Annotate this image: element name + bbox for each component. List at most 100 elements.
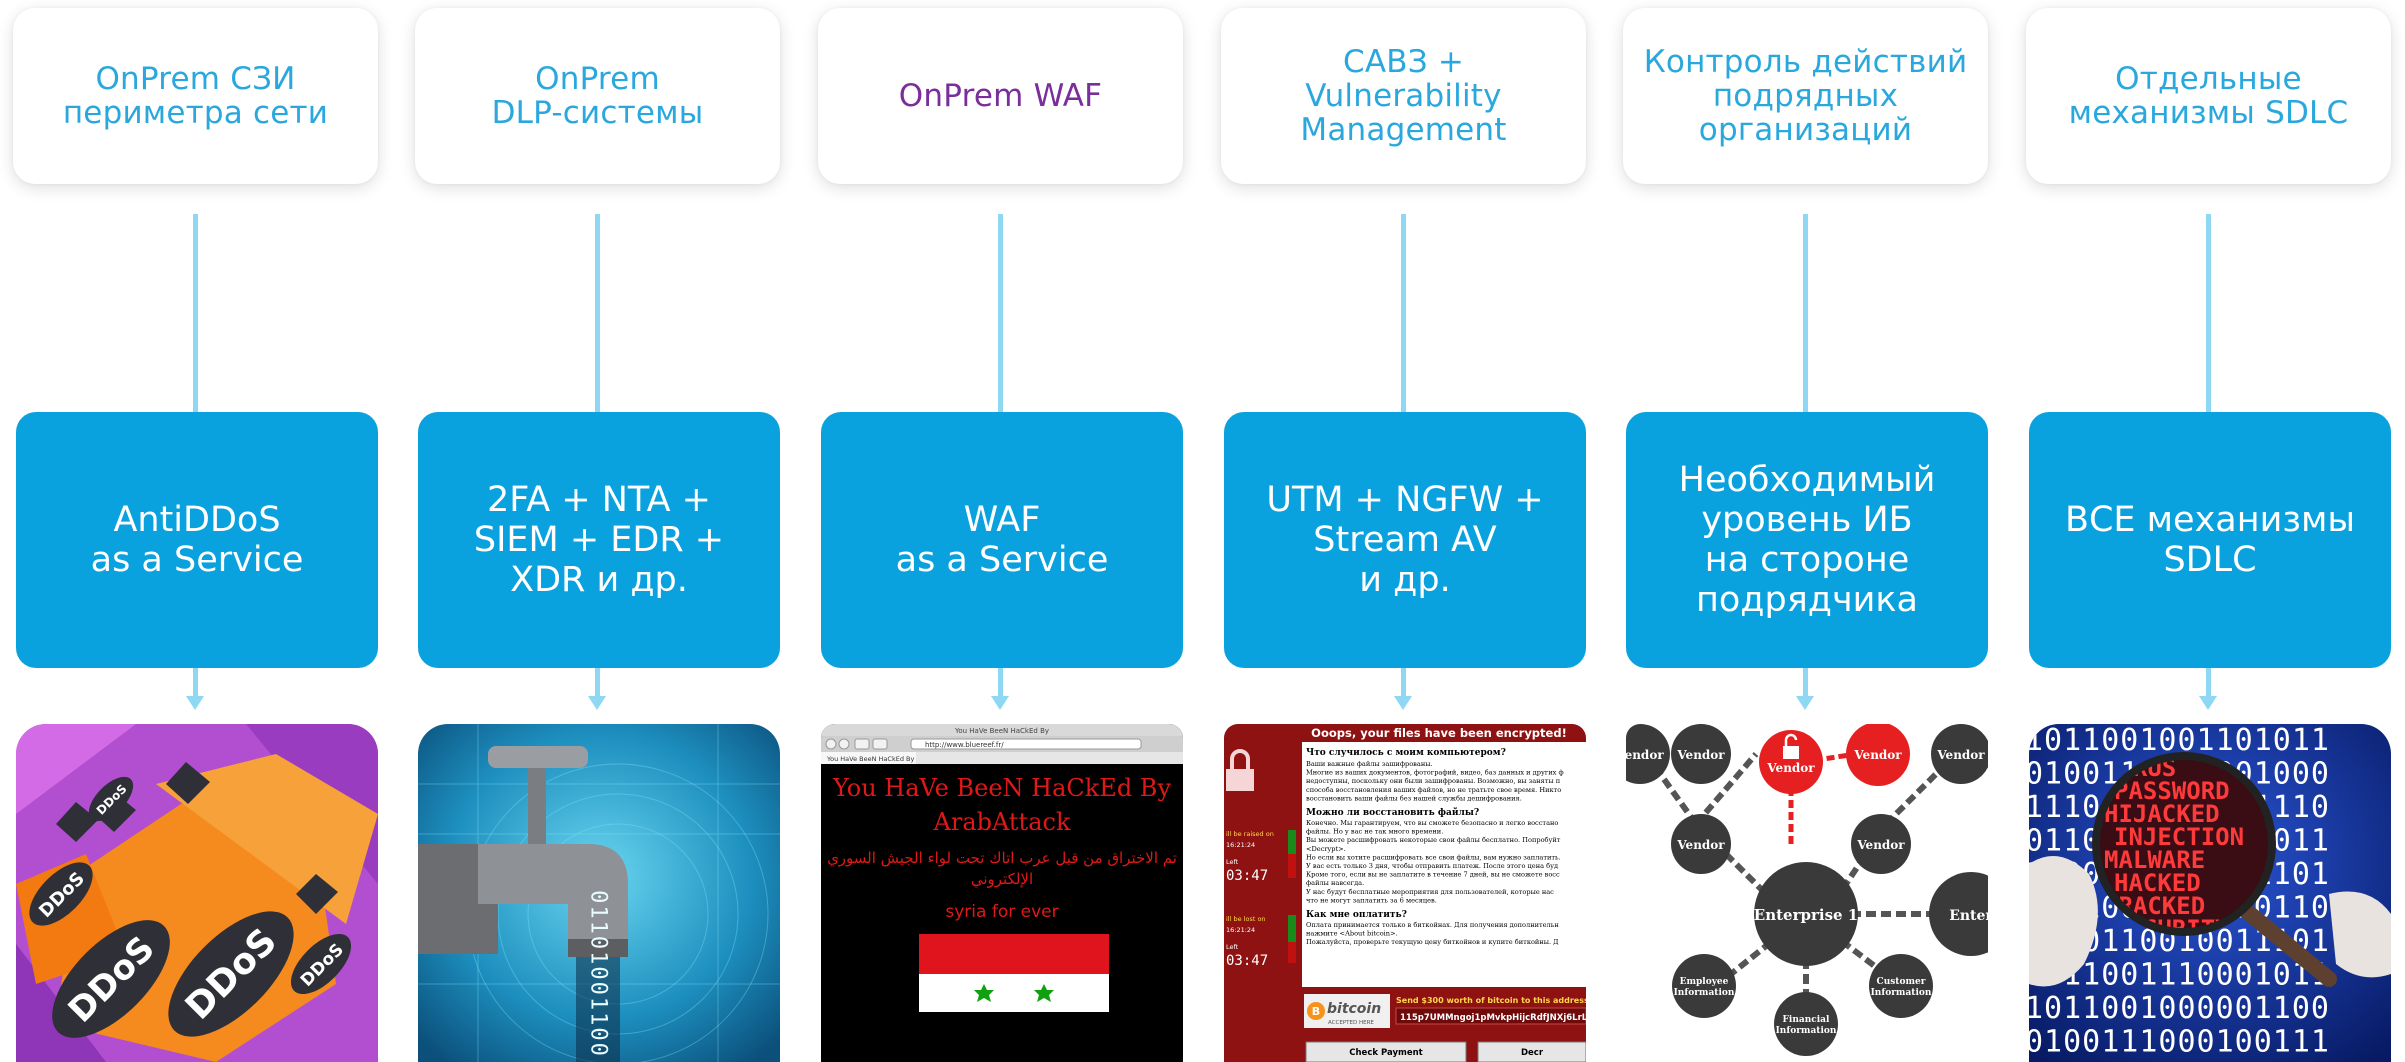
binary-row: 0100111000100111 [2029, 1025, 2330, 1060]
svg-text:You HaVe BeeN HaCkEd By: You HaVe BeeN HaCkEd By [954, 727, 1049, 735]
star-icon [1034, 984, 1054, 1002]
browser-tab[interactable] [821, 752, 916, 764]
vendor-chain-illustration: Vendor Vendor Vendor Vendor Vendor Vendo… [1626, 724, 1988, 1062]
svg-text:16:21:24: 16:21:24 [1226, 926, 1255, 934]
svg-text:Left: Left [1226, 943, 1239, 951]
arrow-down-icon [1796, 696, 1814, 710]
column-savz: САВЗ + Vulnerability Management UTM + NG… [1221, 0, 1586, 1062]
label-line: Employee [1680, 977, 1729, 987]
unlocked-padlock-icon [1783, 733, 1799, 759]
svg-text:Vendor: Vendor [1766, 761, 1815, 775]
blue-card-utm: UTM + NGFW + Stream AV и др. [1224, 412, 1586, 668]
vendor-node [1931, 724, 1988, 784]
svg-text:Ooops, your files have been en: Ooops, your files have been encrypted! [1311, 726, 1567, 740]
binary-magnifier-image: 1011001001101011010011111000100011100110… [2029, 724, 2391, 1062]
padlock-icon [1226, 749, 1254, 791]
label-line: Customer [1877, 977, 1926, 987]
check-payment-button[interactable] [1305, 1041, 1467, 1062]
svg-text:03:47: 03:47 [1226, 953, 1268, 969]
label-line: Information [1871, 988, 1932, 998]
ransom-line: что не могут заплатить за 6 месяцев. [1306, 896, 1437, 904]
ransom-line: Конечно. Мы гарантируем, что вы сможете … [1306, 819, 1558, 827]
ransom-message: Что случилось с моим компьютером?Ваши ва… [1306, 748, 1564, 946]
ransom-line: Многие из ваших документов, фотографий, … [1306, 769, 1564, 777]
connector-line [1803, 214, 1808, 414]
svg-text:B: B [1312, 1005, 1320, 1018]
lens-word: PASSWORD [2114, 777, 2230, 805]
column-antiddos: OnPrem СЗИ периметра сети AntiDDoS as a … [13, 0, 378, 1062]
ransom-line: У вас есть только 3 дня, чтобы отправить… [1306, 862, 1558, 870]
ransom-line: восстановить ваши файлы без нашей службы… [1306, 794, 1522, 802]
code-security-illustration: 1011001001101011010011111000100011100110… [2029, 724, 2391, 1062]
connector-line [595, 668, 600, 704]
arrow-down-icon [186, 696, 204, 710]
vendor-node [1671, 814, 1731, 874]
arrow-down-icon [991, 696, 1009, 710]
svg-text:You HaVe BeeN HaCkEd By: You HaVe BeeN HaCkEd By [826, 755, 914, 763]
vendor-node [1851, 814, 1911, 874]
browser-window: You HaVe BeeN HaCkEd By http://www.bluer… [821, 724, 1183, 1062]
faucet-body [478, 844, 628, 944]
decrypt-button[interactable] [1477, 1041, 1586, 1062]
svg-text:bitcoin: bitcoin [1327, 1001, 1381, 1017]
connector-line [998, 668, 1003, 704]
svg-text:تم الاختراق من قبل عرب اتاك تح: تم الاختراق من قبل عرب اتاك تحت لواء الج… [827, 849, 1177, 868]
ransom-line: Кроме того, если вы не заплатите в течен… [1306, 871, 1560, 879]
connector-line [1803, 668, 1808, 704]
info-node [1869, 954, 1933, 1018]
ransom-line: Ваши важные файлы зашифрованы. [1306, 760, 1433, 768]
column-dlp: OnPrem DLP-системы 2FA + NTA + SIEM + ED… [415, 0, 780, 1062]
info-node [1774, 992, 1838, 1056]
column-sdlc: Отдельные механизмы SDLC ВСЕ механизмы S… [2026, 0, 2391, 1062]
arrow-down-icon [588, 696, 606, 710]
ransom-heading: Как мне оплатить? [1306, 910, 1407, 920]
label-line: Financial [1783, 1015, 1830, 1025]
ransom-line: нажмите <About bitcoin>. [1306, 930, 1398, 938]
connector-line [998, 214, 1003, 414]
magnifier-lens [2096, 756, 2272, 932]
svg-text:ill be lost on: ill be lost on [1226, 915, 1266, 923]
svg-text:ArabAttack: ArabAttack [933, 808, 1071, 836]
vendor-node [1671, 724, 1731, 784]
ransom-line: Оплата принимается только в биткойнах. Д… [1306, 921, 1559, 929]
svg-text:03:47: 03:47 [1226, 868, 1268, 884]
ddos-bombs-image: DDoS DDoS DDoS DDoS DDoS [16, 724, 378, 1062]
ransom-line: У нас будут бесплатные мероприятия для п… [1306, 888, 1554, 896]
ransom-line: недоступны, поскольку они были зашифрова… [1306, 777, 1561, 785]
blue-card-waf: WAF as a Service [821, 412, 1183, 668]
ransom-line: файлы навсегда. [1306, 879, 1364, 887]
top-card-contractors: Контроль действий подрядных организаций [1623, 8, 1988, 184]
connector-line [193, 214, 198, 414]
svg-text:Vendor: Vendor [1853, 748, 1902, 762]
top-card-dlp: OnPrem DLP-системы [415, 8, 780, 184]
faucet-image: 01101001100 [418, 724, 780, 1062]
enterprise-node [1754, 862, 1858, 966]
ransom-heading: Можно ли восстановить файлы? [1306, 807, 1479, 818]
svg-text:Check Payment: Check Payment [1349, 1048, 1422, 1058]
bitcoin-address-field[interactable] [1395, 1007, 1586, 1025]
column-contractors: Контроль действий подрядных организаций … [1623, 0, 1988, 1062]
svg-text:01101001100: 01101001100 [586, 890, 611, 1058]
top-card-savz: САВЗ + Vulnerability Management [1221, 8, 1586, 184]
address-bar[interactable] [910, 738, 1142, 750]
svg-text:Enterprise 1: Enterprise 1 [1754, 906, 1858, 924]
column-waf: OnPrem WAF WAF as a Service You HaVe Bee… [818, 0, 1183, 1062]
enterprise-node [1929, 872, 1988, 956]
ransom-line: Пожалуйста, проверьте текущую цену битко… [1306, 938, 1559, 946]
connector-line [2206, 668, 2211, 704]
svg-text:16:21:24: 16:21:24 [1226, 841, 1255, 849]
lens-word: MALWARE [2104, 846, 2205, 874]
vendor-node-compromised [1759, 730, 1823, 794]
blue-card-contractor-security: Необходимый уровень ИБ на стороне подряд… [1626, 412, 1988, 668]
vendor-node-compromised [1846, 724, 1910, 786]
top-card-waf: OnPrem WAF [818, 8, 1183, 184]
connector-line [1401, 214, 1406, 414]
blue-card-sdlc: ВСЕ механизмы SDLC [2029, 412, 2391, 668]
svg-text:115p7UMMngoj1pMvkpHijcRdfJNXj6: 115p7UMMngoj1pMvkpHijcRdfJNXj6LrLn [1400, 1013, 1586, 1023]
vendor-network: Vendor Vendor Vendor Vendor Vendor Vendo… [1626, 724, 1988, 1062]
ransom-window: Ooops, your files have been encrypted! i… [1224, 724, 1586, 1062]
connector-line [193, 668, 198, 704]
label-line: Information [1776, 1026, 1837, 1036]
